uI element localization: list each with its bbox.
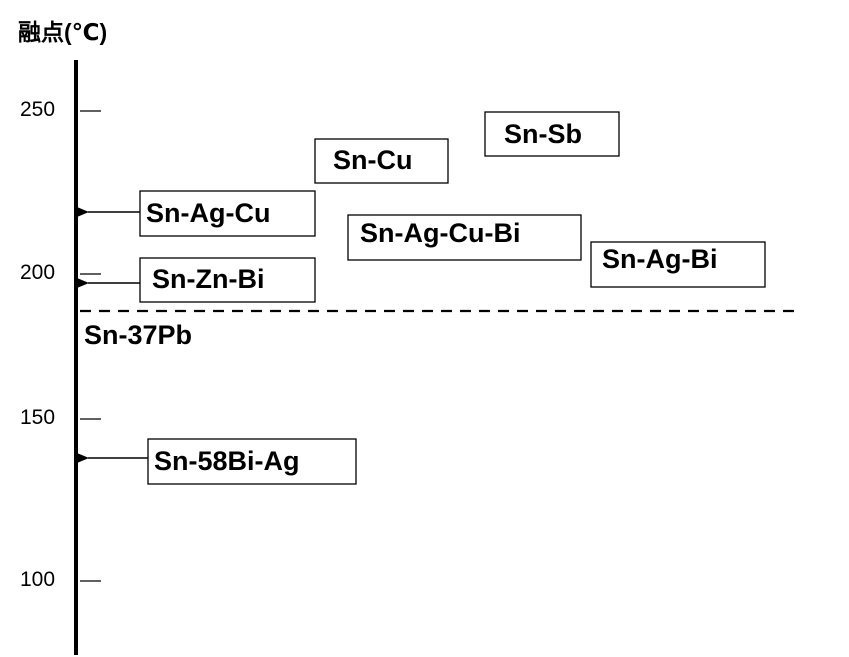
tick-label-200: 200 (20, 261, 55, 284)
reference-label: Sn-37Pb (84, 320, 192, 350)
axis-title: 融点(℃) (18, 19, 107, 45)
alloy-box-sn-cu (314, 138, 449, 184)
alloy-label-sn-cu: Sn-Cu (333, 145, 412, 175)
tick-label-100: 100 (20, 568, 55, 591)
alloy-label-sn-sb: Sn-Sb (504, 119, 582, 149)
alloy-label-sn-ag-bi: Sn-Ag-Bi (602, 244, 717, 274)
alloy-box-sn-zn-bi (139, 257, 316, 303)
alloy-box-sn-ag-bi (590, 241, 766, 288)
alloy-label-sn-zn-bi: Sn-Zn-Bi (152, 264, 264, 294)
tick-label-150: 150 (20, 406, 55, 429)
alloy-label-sn-58bi-ag: Sn-58Bi-Ag (154, 446, 300, 476)
alloy-label-sn-ag-cu-bi: Sn-Ag-Cu-Bi (360, 218, 520, 248)
alloy-box-sn-sb (484, 111, 620, 157)
alloy-label-sn-ag-cu: Sn-Ag-Cu (146, 198, 270, 228)
tick-label-250: 250 (20, 98, 55, 121)
alloy-box-sn-ag-cu (139, 190, 316, 237)
alloy-box-sn-58bi-ag (147, 438, 357, 485)
alloy-box-sn-ag-cu-bi (347, 214, 582, 261)
